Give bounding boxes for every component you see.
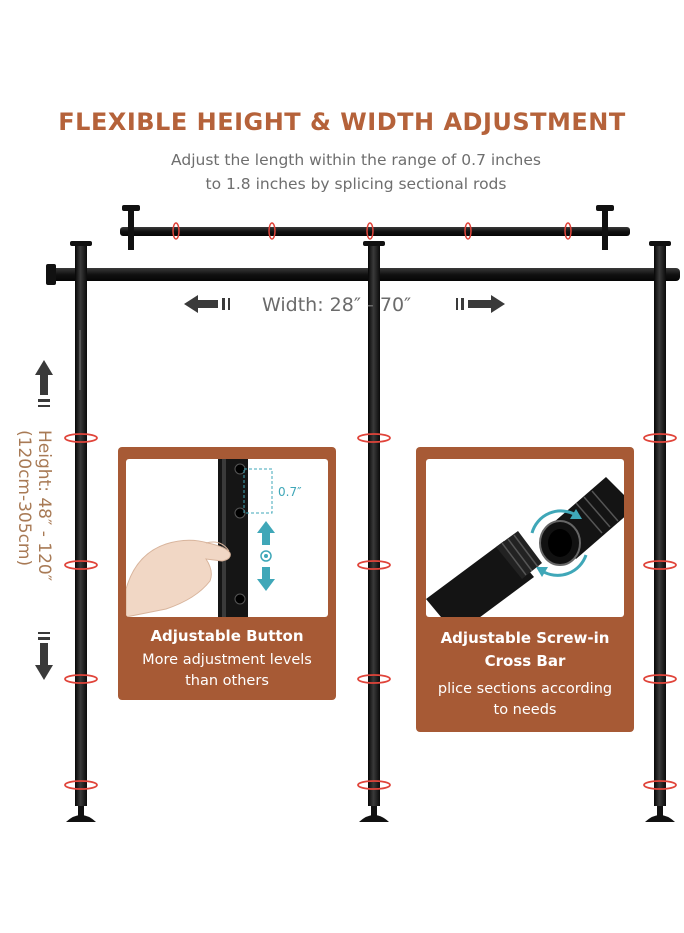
page-title: FLEXIBLE HEIGHT & WIDTH ADJUSTMENT xyxy=(58,108,626,136)
pole-right xyxy=(645,241,675,822)
card-title: Adjustable Screw-in Cross Bar xyxy=(440,629,610,670)
height-range: Height: 48″ - 120″ xyxy=(34,430,54,582)
front-cross-bar xyxy=(46,264,680,285)
card-description: More adjustment levels than others xyxy=(142,652,312,689)
button-spacing-label: 0.7″ xyxy=(278,485,302,499)
rotate-ring-icon xyxy=(64,433,98,443)
subtitle-line-2: to 1.8 inches by splicing sectional rods xyxy=(205,175,507,193)
width-label: Width: 28″ - 70″ xyxy=(262,294,412,316)
back-cross-bar xyxy=(120,205,630,250)
ring-icon xyxy=(268,222,276,240)
rotate-ring-icon xyxy=(64,780,98,790)
rotate-ring-icon xyxy=(357,780,391,790)
pole-middle xyxy=(359,241,389,822)
rotate-ring-icon xyxy=(357,674,391,684)
height-label: Height: 48″ - 120″ (120cm-305cm) xyxy=(14,430,54,581)
ring-icon xyxy=(366,222,374,240)
rotate-icon xyxy=(530,509,588,577)
rotate-ring-icon xyxy=(357,560,391,570)
ring-icon xyxy=(172,222,180,240)
button-closeup-photo: 0.7″ xyxy=(126,459,328,617)
pole-left xyxy=(66,241,96,822)
card-title: Adjustable Button xyxy=(150,627,304,645)
ring-icon xyxy=(464,222,472,240)
rotate-ring-icon xyxy=(357,433,391,443)
adjust-arrows-icon xyxy=(257,521,275,591)
arrow-down-icon xyxy=(35,632,53,680)
hand-icon xyxy=(126,539,231,617)
rotate-ring-icon xyxy=(643,560,677,570)
rotate-ring-icon xyxy=(64,674,98,684)
screw-rod-upper xyxy=(539,477,624,566)
rotate-ring-icon xyxy=(643,433,677,443)
ring-icon xyxy=(564,222,572,240)
rotate-ring-icon xyxy=(643,674,677,684)
rotate-ring-icon xyxy=(643,780,677,790)
screw-in-cross-bar-card: Adjustable Screw-in Cross Bar plice sect… xyxy=(416,447,634,732)
screw-bar-closeup-photo xyxy=(426,459,624,617)
pole-rings xyxy=(64,433,677,790)
screw-rod-lower xyxy=(426,531,542,617)
rotate-ring-icon xyxy=(64,560,98,570)
subtitle-line-1: Adjust the length within the range of 0.… xyxy=(171,151,541,169)
arrow-left-icon xyxy=(184,295,230,313)
height-metric: (120cm-305cm) xyxy=(14,430,34,567)
arrow-right-icon xyxy=(456,295,505,313)
card-description: plice sections according to needs xyxy=(437,681,613,718)
arrow-up-icon xyxy=(35,360,53,407)
adjustable-button-card: 0.7″ Adjustable Button More adjustment l… xyxy=(118,447,336,700)
